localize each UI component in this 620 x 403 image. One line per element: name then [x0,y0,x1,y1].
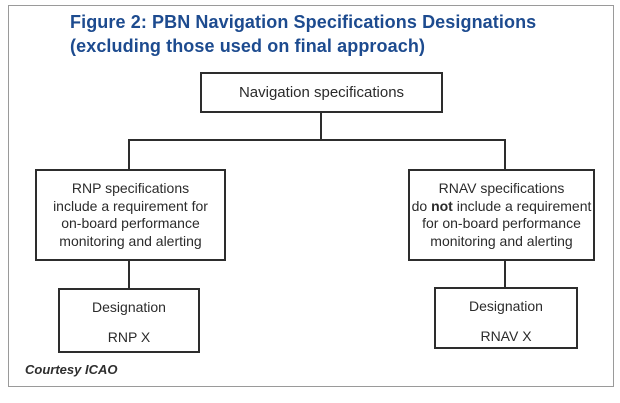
connector-right-drop [504,139,506,170]
connector-left-drop [128,139,130,170]
rnav-line2-suffix: include a requirement [452,197,592,214]
node-label-line: do not include a requirement [412,198,592,216]
node-rnav-specifications: RNAV specifications do not include a req… [408,169,595,261]
designation-title: Designation [92,299,166,315]
node-rnp-specifications: RNP specifications include a requirement… [35,169,226,261]
node-label-line: RNP specifications [71,180,190,196]
node-rnp-designation: Designation RNP X [58,288,200,353]
connector-horizontal-split [128,139,506,141]
courtesy-credit: Courtesy ICAO [25,362,118,377]
designation-title: Designation [469,298,543,314]
figure-title-line1: Figure 2: PBN Navigation Specifications … [70,12,537,32]
connector-root-stub [320,111,322,141]
node-navigation-specifications: Navigation specifications [200,72,443,113]
figure-title: Figure 2: PBN Navigation Specifications … [70,10,570,58]
node-label-line: on-board performance [61,215,200,231]
node-label-line: include a requirement for [53,197,208,214]
node-label: Navigation specifications [238,84,405,101]
designation-value: RNAV X [480,328,532,344]
connector-rnav-designation [504,259,506,288]
node-label-line: for on-board performance [422,215,581,231]
designation-value: RNP X [107,329,151,345]
node-label-line: RNAV specifications [438,180,565,196]
rnav-line2-prefix: do [411,197,432,214]
node-label-line: monitoring and alerting [59,232,202,249]
node-rnav-designation: Designation RNAV X [434,287,578,349]
connector-rnp-designation [128,259,130,289]
node-label-line: monitoring and alerting [430,232,573,249]
figure-title-line2: (excluding those used on final approach) [70,36,426,56]
rnav-line2-bold-not: not [431,197,453,214]
